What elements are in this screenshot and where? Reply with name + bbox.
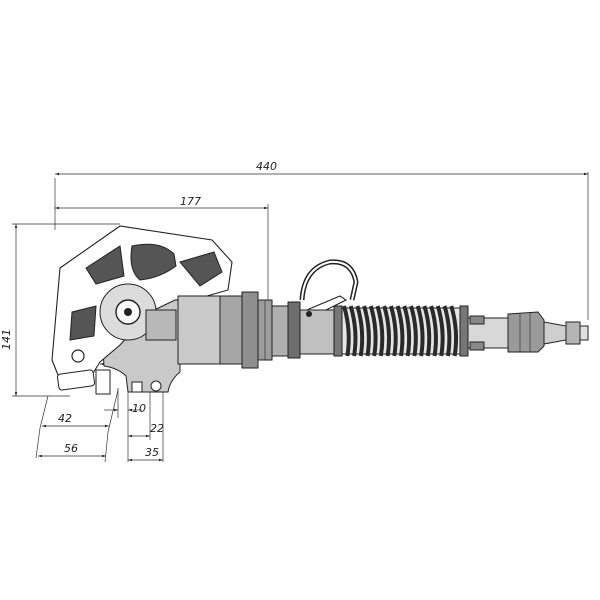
arm-window-1 <box>85 245 125 285</box>
dimension-label-10: 10 <box>132 402 146 415</box>
spring-coil <box>368 305 378 357</box>
spring-endcap-right <box>459 305 469 357</box>
spring-coil <box>402 305 412 357</box>
spring-coil <box>375 305 385 357</box>
dimension-22: 22 <box>127 388 164 440</box>
dimension-label-22: 22 <box>150 422 164 435</box>
dimension-label-56: 56 <box>64 442 78 455</box>
spring-coil <box>355 305 365 357</box>
blade-right <box>95 369 111 395</box>
spring-coil <box>382 305 392 357</box>
spring-coil <box>409 305 418 357</box>
head-plate <box>145 309 177 341</box>
arm-window-4 <box>69 305 97 341</box>
motor-housing-shade <box>219 295 243 365</box>
coupling-tip-end <box>579 325 589 341</box>
coupling-nut <box>507 311 545 353</box>
hose-coupling <box>467 311 589 353</box>
dimension-label-440: 440 <box>256 160 277 173</box>
trigger-assembly <box>299 259 359 355</box>
dimension-10: 10 <box>104 388 146 462</box>
dimension-label-42: 42 <box>58 412 72 425</box>
motor-body <box>177 291 301 369</box>
tool-head <box>51 225 233 395</box>
spring-coil <box>449 305 459 357</box>
coil-spring-icon <box>342 305 459 357</box>
spring-coil <box>442 305 452 357</box>
trigger-screw <box>306 311 312 317</box>
dimension-35: 35 <box>127 392 164 462</box>
dimension-overall-length: 440 <box>54 160 589 320</box>
dimension-label-35: 35 <box>145 446 159 459</box>
pivot-center <box>124 308 132 316</box>
coupling-taper <box>543 321 567 345</box>
blade-left <box>56 369 96 391</box>
arm-window-3 <box>179 251 223 287</box>
spring-coil <box>389 305 398 357</box>
spring-coil <box>342 305 351 357</box>
dimension-label-177: 177 <box>180 195 201 208</box>
trigger-guard-inner <box>301 260 358 301</box>
spring-coil <box>395 305 405 357</box>
motor-ring-3 <box>271 305 289 357</box>
coupling-stub-top <box>469 315 485 325</box>
handle-collar <box>299 309 339 355</box>
dimension-head-length: 177 <box>55 195 269 300</box>
blade-slot <box>131 381 143 393</box>
arm-window-2 <box>130 243 177 281</box>
spring-handle <box>333 305 469 357</box>
motor-ring-1 <box>241 291 259 369</box>
spring-endcap-left <box>333 305 343 357</box>
head-screw <box>71 349 85 363</box>
coupling-tip <box>565 321 581 345</box>
spring-coil <box>429 305 438 357</box>
dimension-label-141: 141 <box>0 329 13 350</box>
spring-coil <box>435 305 445 357</box>
dimension-56: 56 <box>35 427 109 463</box>
dimension-42: 42 <box>39 389 119 433</box>
spring-coil <box>348 305 358 357</box>
spring-coil <box>415 305 425 357</box>
coupling-stub-bottom <box>469 341 485 351</box>
spring-coil <box>362 305 371 357</box>
spring-coil <box>422 305 432 357</box>
blade-screw <box>150 380 162 392</box>
motor-ring-4 <box>287 301 301 359</box>
dimension-height: 141 <box>0 223 120 397</box>
